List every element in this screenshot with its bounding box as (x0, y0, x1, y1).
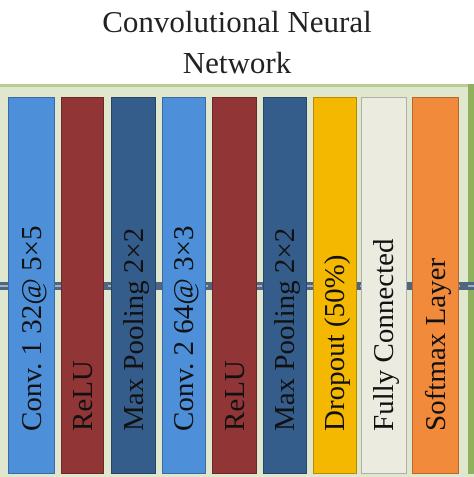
layer-label: Softmax Layer (419, 257, 452, 431)
layer-dropout: Dropout (50%) (313, 97, 357, 474)
layer-label: Conv. 2 64@ 3×3 (168, 225, 200, 431)
layer-label: ReLU (66, 360, 99, 431)
layer-label: Dropout (50%) (319, 254, 351, 431)
layer-label: Fully Connected (368, 238, 400, 431)
layer-fully-connected: Fully Connected (361, 97, 407, 474)
layer-label: ReLU (218, 360, 251, 431)
layer-maxpool1: Max Pooling 2×2 (111, 97, 156, 474)
layer-label: Max Pooling 2×2 (117, 227, 150, 431)
diagram-title: Convolutional Neural Network (0, 0, 474, 83)
layer-conv1: Conv. 1 32@ 5×5 (8, 97, 55, 474)
layer-relu2: ReLU (212, 97, 257, 474)
layer-maxpool2: Max Pooling 2×2 (263, 97, 307, 474)
layer-label: Conv. 1 32@ 5×5 (15, 225, 48, 431)
title-line-1: Convolutional Neural (102, 4, 372, 39)
title-line-2: Network (182, 45, 292, 80)
layer-conv2: Conv. 2 64@ 3×3 (162, 97, 206, 474)
layer-softmax: Softmax Layer (412, 97, 459, 474)
layer-label: Max Pooling 2×2 (269, 227, 301, 431)
layer-relu1: ReLU (61, 97, 104, 474)
panel-right-edge (468, 84, 474, 474)
